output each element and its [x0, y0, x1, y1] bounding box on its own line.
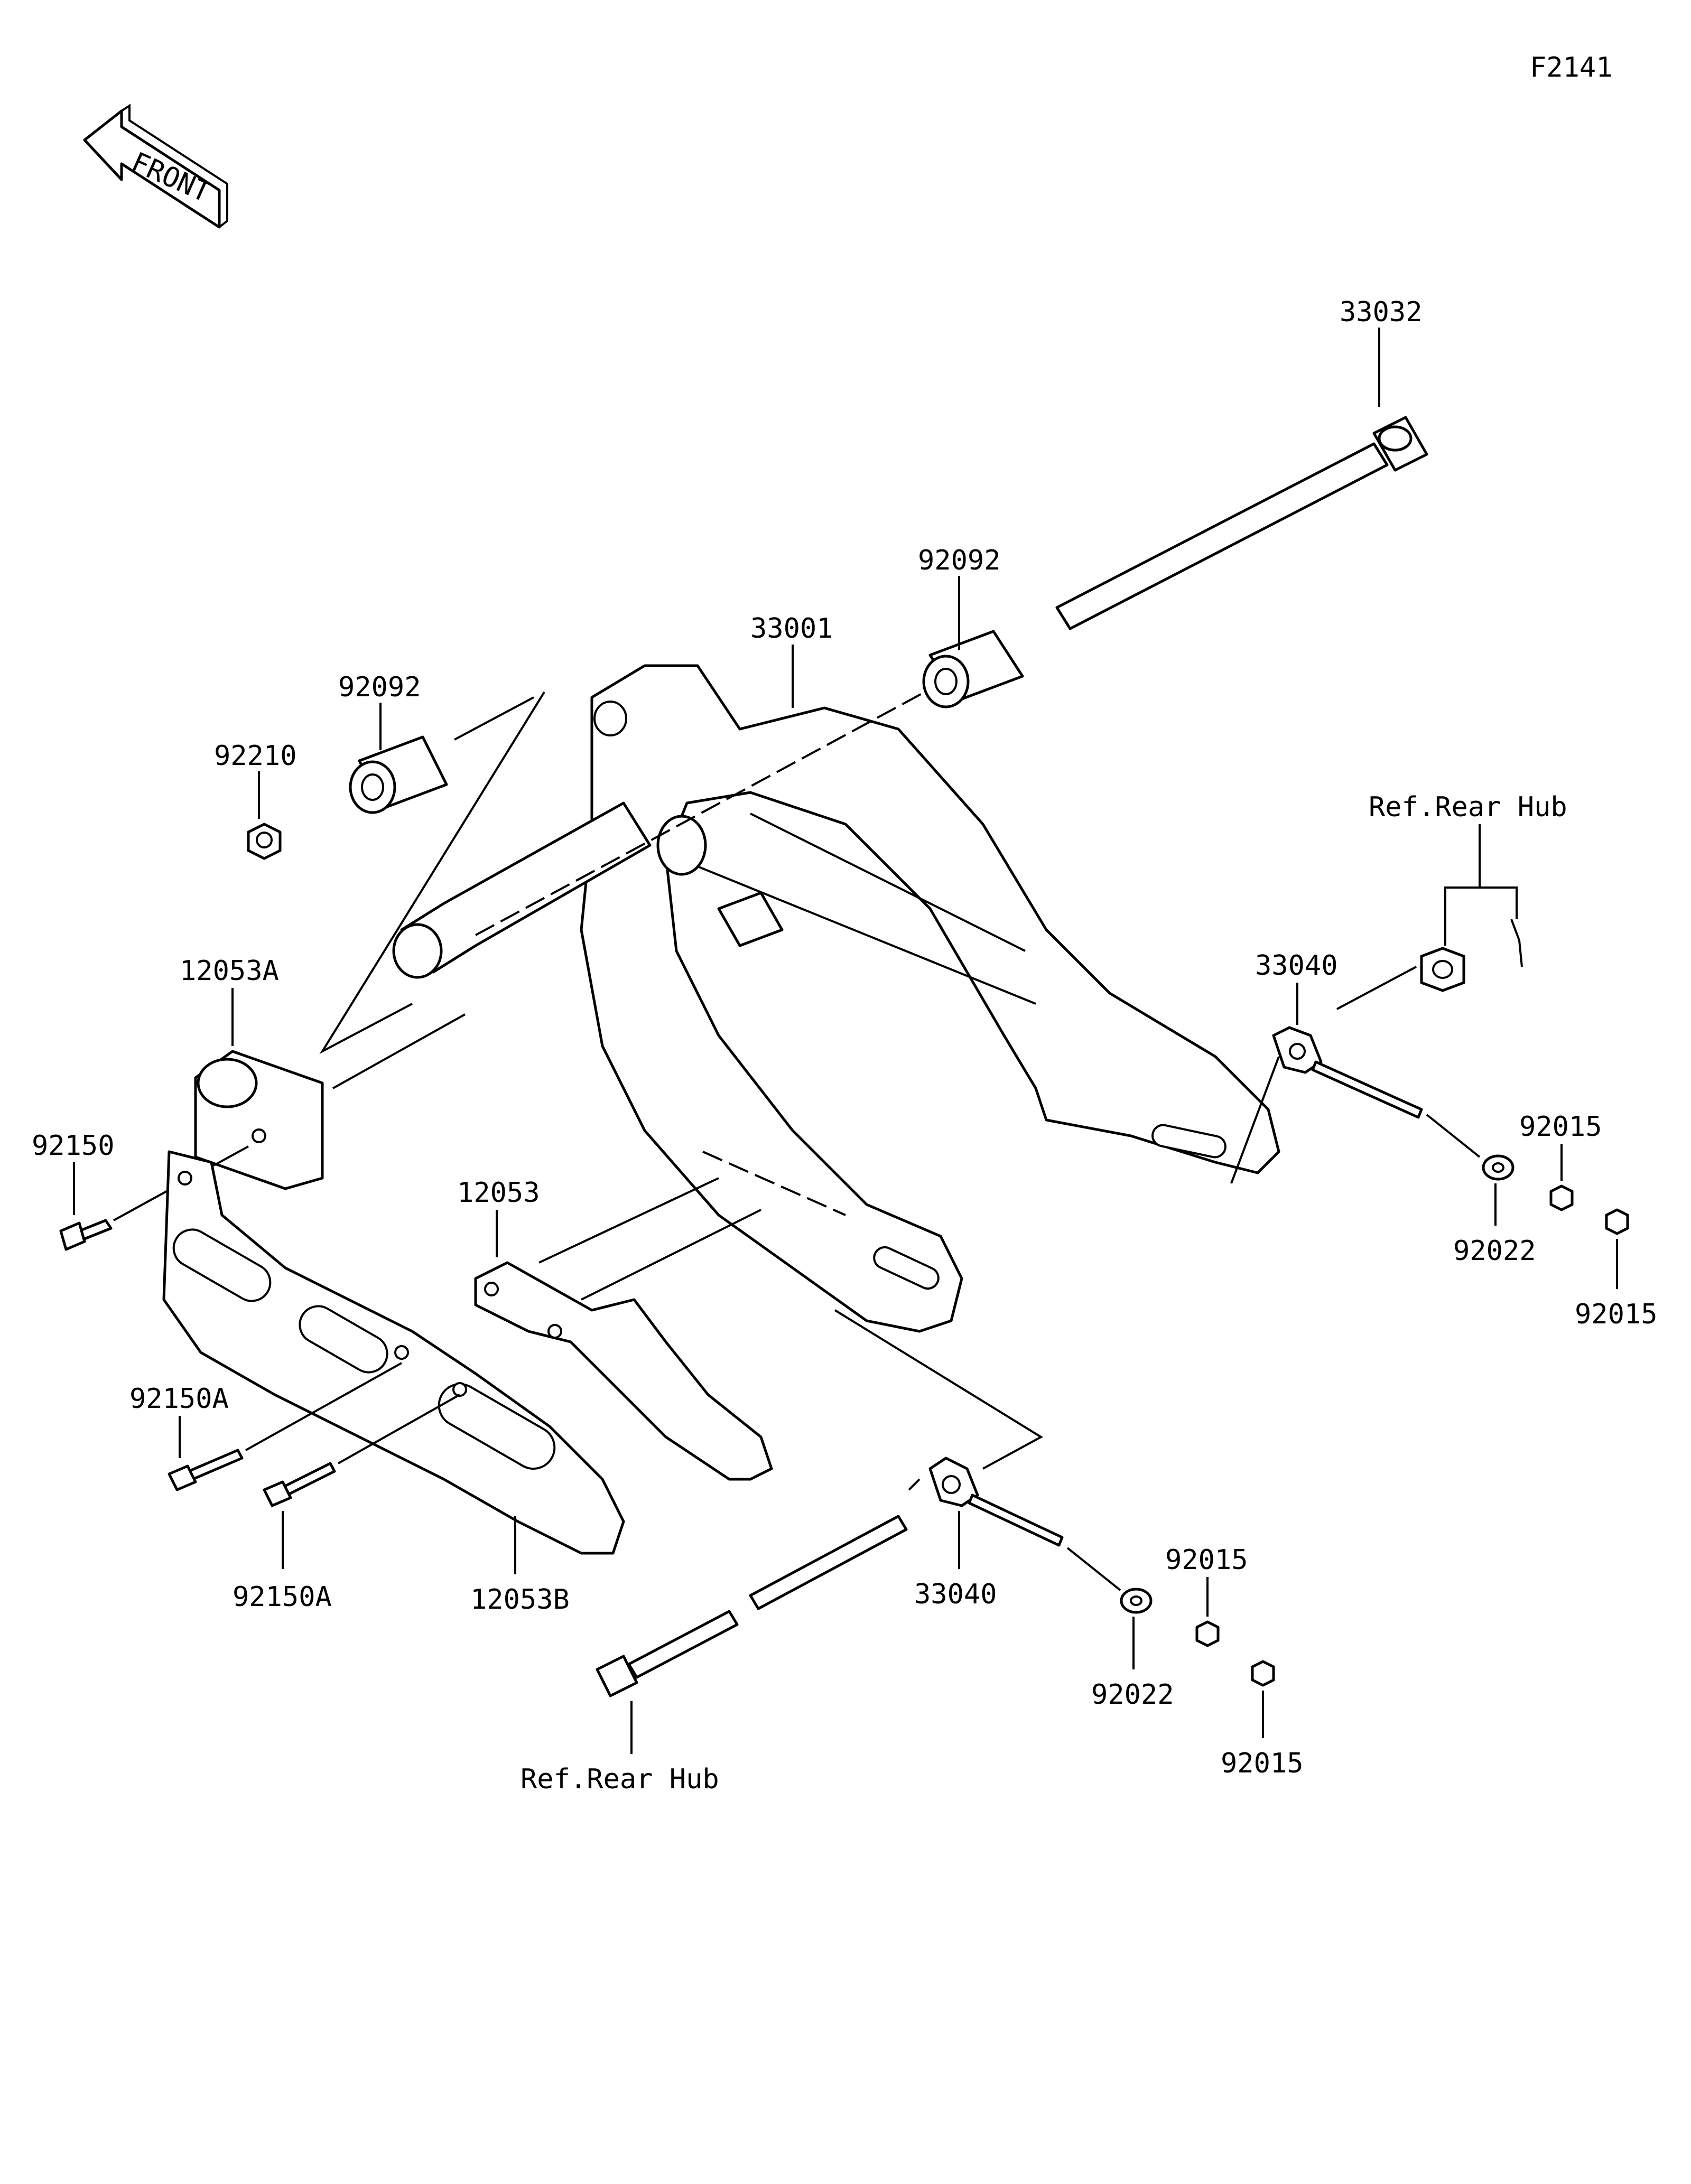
washer-92022-lower: 92022: [1066, 1547, 1174, 1711]
label-12053B: 12053B: [470, 1584, 570, 1616]
label-33001: 33001: [750, 613, 833, 645]
nut-92015-d: 92015: [1221, 1660, 1304, 1779]
collar-right: 92092: [918, 545, 1024, 708]
label-92022-upper: 92022: [1453, 1235, 1536, 1267]
front-arrow-icon: FRONT: [83, 104, 228, 229]
bolt-92150A-upper: 92150A: [129, 1362, 402, 1491]
adjuster-33040-lower: 33040: [834, 1309, 1064, 1610]
label-92022-lower: 92022: [1091, 1679, 1174, 1711]
adjuster-33040-upper: 33040: [1230, 950, 1423, 1184]
label-92015-c: 92015: [1165, 1544, 1248, 1576]
bolt-92150A-lower: 92150A: [233, 1394, 460, 1613]
label-ref-rear-hub-top: Ref.Rear Hub: [1369, 791, 1567, 823]
label-92150: 92150: [32, 1130, 115, 1162]
nut-92210: 92210: [214, 740, 297, 860]
bolt-92150: 92150: [32, 1130, 249, 1251]
label-92015-b: 92015: [1575, 1299, 1658, 1330]
label-12053A: 12053A: [180, 955, 279, 987]
label-92210: 92210: [214, 740, 297, 772]
label-33040-lower: 33040: [914, 1579, 997, 1610]
chain-guide-12053B: 12053B: [162, 1150, 625, 1616]
swingarm: 33001: [580, 613, 1280, 1333]
label-33040-upper: 33040: [1255, 950, 1338, 982]
label-12053: 12053: [457, 1177, 540, 1209]
front-arrow-label: FRONT: [127, 146, 215, 209]
label-33032: 33032: [1340, 296, 1423, 328]
castle-nut: Ref.Rear Hub: [1336, 791, 1567, 1010]
label-92015-a: 92015: [1519, 1111, 1602, 1143]
rear-axle: Ref.Rear Hub: [521, 1515, 908, 1795]
label-92092-left: 92092: [338, 671, 421, 703]
label-92150A-lower: 92150A: [233, 1581, 332, 1613]
nut-92015-b: 92015: [1575, 1208, 1658, 1330]
washer-92022-upper: 92022: [1426, 1114, 1536, 1267]
bracket-12053A: 12053A: [180, 955, 466, 1190]
label-92150A-upper: 92150A: [129, 1383, 229, 1415]
nut-92015-c: 92015: [1165, 1544, 1248, 1647]
label-92092-right: 92092: [918, 545, 1001, 576]
pivot-axle: 33032: [1055, 296, 1428, 630]
pivot-tube: [392, 691, 925, 1216]
label-ref-rear-hub-bottom: Ref.Rear Hub: [521, 1763, 719, 1795]
chain-guide-12053: 12053: [457, 1177, 773, 1481]
nut-92015-a: 92015: [1519, 1111, 1602, 1211]
label-92015-d: 92015: [1221, 1748, 1304, 1779]
diagram-code: F2141: [1530, 52, 1613, 83]
collar-left: 92092: [319, 671, 545, 1054]
